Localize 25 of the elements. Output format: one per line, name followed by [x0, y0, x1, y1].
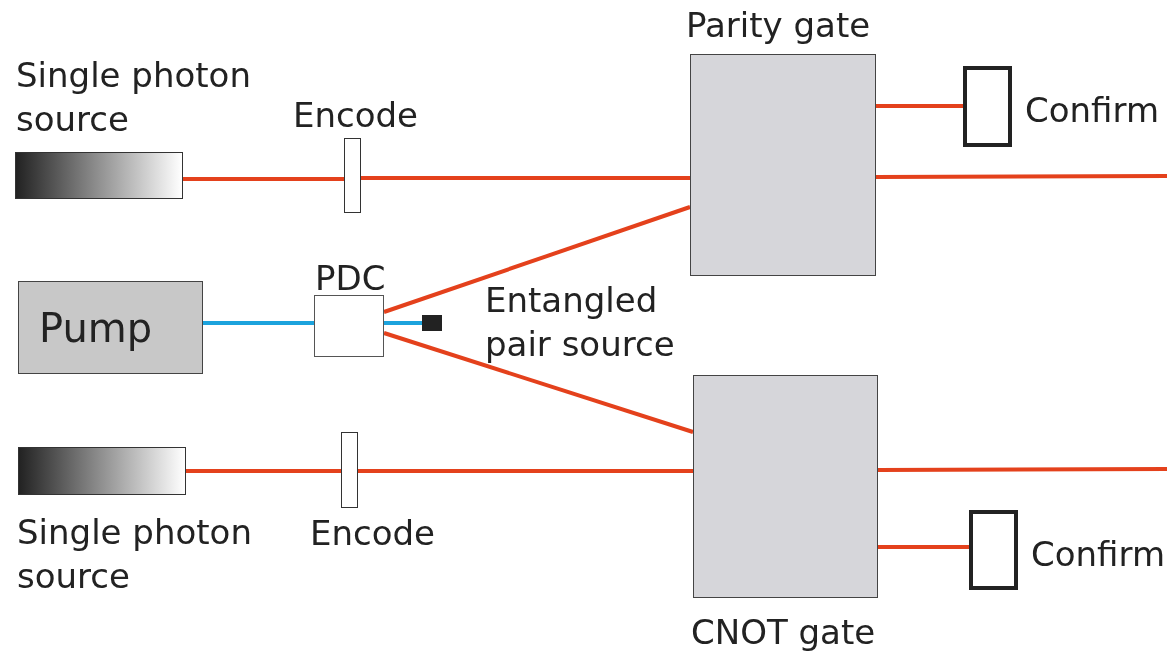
light-beam [876, 174, 1167, 179]
gate-label: CNOT gate [691, 611, 876, 654]
light-beam [876, 104, 963, 108]
detector-label: Confirm [1025, 89, 1159, 132]
light-beam [183, 177, 344, 181]
light-beam [358, 469, 693, 473]
gate-label: Parity gate [686, 4, 871, 47]
encoder-label: Encode [293, 94, 419, 137]
light-beam [878, 467, 1167, 472]
light-beam [361, 176, 690, 180]
encoder-label: Encode [310, 512, 436, 555]
light-beam [203, 321, 314, 325]
light-beam [383, 205, 691, 314]
source-label: Single photon source [17, 511, 253, 598]
light-beam [383, 331, 694, 434]
light-beam [878, 545, 969, 549]
light-beam [186, 469, 341, 473]
crystal-label: PDC [315, 257, 386, 300]
pump-label: Pump [39, 306, 153, 350]
source-label: Entangled pair source [485, 279, 676, 366]
beam-dump [422, 315, 442, 331]
source-label: Single photon source [16, 54, 252, 141]
pump-box [18, 281, 203, 374]
light-beam [384, 321, 422, 325]
detector-label: Confirm [1031, 533, 1165, 576]
